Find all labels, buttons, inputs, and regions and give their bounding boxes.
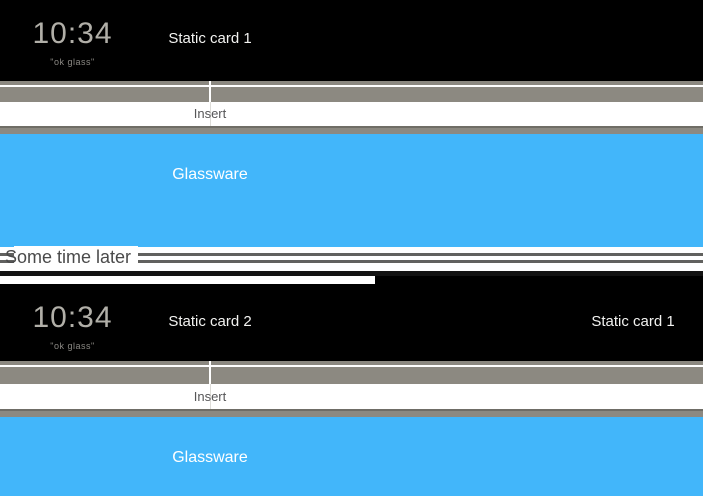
divider-line-bottom <box>0 260 703 263</box>
ok-glass-hint-2: "ok glass" <box>50 341 95 351</box>
glassware-card-1 <box>0 134 703 247</box>
insert-caret-faint-1 <box>210 102 211 126</box>
static-card-2-label: Static card 2 <box>168 313 252 330</box>
ok-glass-hint-1: "ok glass" <box>50 57 95 67</box>
insert-caret-faint-2 <box>210 384 211 409</box>
static-card-1-right-label: Static card 1 <box>591 313 675 330</box>
glassware-label-2: Glassware <box>172 449 248 466</box>
clock-block-1: 10:34 "ok glass" <box>25 19 120 67</box>
divider-label-background <box>14 246 138 270</box>
insert-label-2: Insert <box>193 389 227 404</box>
home-card-1 <box>0 0 703 81</box>
insert-row-2 <box>0 384 703 409</box>
timeline-edge-bar-2a <box>0 361 703 365</box>
glassware-label-1: Glassware <box>172 166 248 183</box>
divider-line-top <box>0 253 703 256</box>
insert-row-1 <box>0 102 703 126</box>
insert-label-1: Insert <box>193 106 227 121</box>
clock-time-1: 10:34 <box>32 17 113 50</box>
insert-caret-1 <box>209 81 211 102</box>
clock-time-2: 10:34 <box>32 301 113 334</box>
some-time-later-label: Some time later <box>5 247 132 267</box>
timeline-edge-bar-1a <box>0 81 703 85</box>
divider-black-bar <box>0 271 703 276</box>
clock-block-2: 10:34 "ok glass" <box>25 303 120 351</box>
timeline-edge-bar-2b <box>0 367 703 384</box>
timeline-edge-bar-1b <box>0 87 703 102</box>
insert-caret-2 <box>209 361 211 384</box>
static-card-1-label: Static card 1 <box>168 30 252 47</box>
home-card-2-top-notch <box>0 276 375 284</box>
glassware-card-2 <box>0 417 703 496</box>
timeline-edge-bar-1c <box>0 126 703 134</box>
timeline-edge-bar-2c <box>0 409 703 417</box>
home-card-2 <box>0 276 703 361</box>
